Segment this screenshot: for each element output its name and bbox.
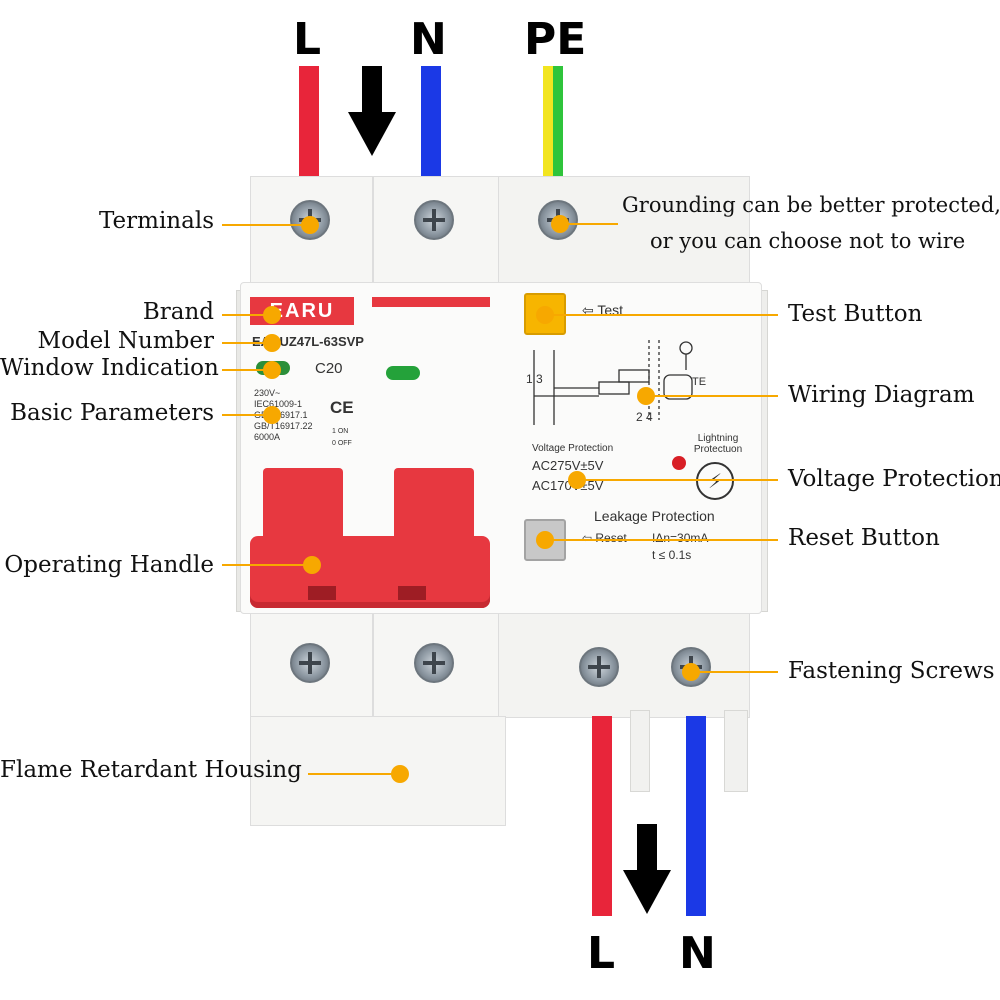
- left-arrow-icon: ⇦: [582, 531, 596, 545]
- top-live-wire: [299, 66, 319, 176]
- top-earth-wire-green: [553, 66, 563, 176]
- wire-label-bottom-neutral: N: [679, 928, 716, 979]
- top-earth-wire-yellow: [543, 66, 553, 176]
- callout-model-number: Model Number: [37, 328, 214, 354]
- off-label: 0 OFF: [332, 440, 352, 447]
- lightning-label: Lightning Protectuon: [693, 433, 743, 455]
- wire-label-bottom-live: L: [587, 928, 616, 979]
- callout-dot: [263, 361, 281, 379]
- callout-fastening-screws: Fastening Screws: [788, 658, 995, 684]
- param-line: 6000A: [254, 432, 281, 442]
- callout-dot: [263, 306, 281, 324]
- callout-grounding-line2: or you can choose not to wire: [650, 229, 966, 253]
- on-label: 1 ON: [332, 428, 349, 435]
- reset-label-text: Reset: [595, 531, 627, 545]
- handle-slot: [308, 586, 336, 600]
- wire-label-top-neutral: N: [410, 14, 447, 65]
- callout-line: [308, 773, 400, 775]
- terminal-screw-icon[interactable]: [414, 643, 454, 683]
- callout-line: [646, 395, 778, 397]
- bottom-neutral-wire: [686, 716, 706, 916]
- callout-voltage-protection: Voltage Protection: [788, 466, 1000, 492]
- callout-dot: [263, 406, 281, 424]
- reset-label: ⇦ Reset: [582, 531, 627, 545]
- pole-indicator-stripe: [372, 297, 490, 307]
- param-line: 230V~: [254, 388, 281, 398]
- callout-flame-retardant-housing: Flame Retardant Housing: [0, 757, 302, 783]
- trip-time: t ≤ 0.1s: [652, 548, 692, 562]
- wiring-diagram: [533, 340, 693, 425]
- operating-handle[interactable]: [250, 536, 490, 608]
- callout-brand: Brand: [142, 299, 214, 325]
- callout-line: [222, 314, 272, 316]
- din-tab: [630, 710, 650, 792]
- handle-pole-1[interactable]: [263, 468, 343, 548]
- callout-dot: [301, 216, 319, 234]
- callout-terminals: Terminals: [98, 208, 214, 234]
- voltage-high: AC275V±5V: [532, 458, 604, 473]
- callout-reset-button: Reset Button: [788, 525, 940, 551]
- down-arrow-icon: [348, 66, 396, 156]
- callout-basic-parameters: Basic Parameters: [10, 400, 214, 426]
- ce-mark-icon: CE: [330, 398, 354, 417]
- callout-dot: [391, 765, 409, 783]
- down-arrow-icon: [623, 824, 671, 914]
- lightning-indicator-led: [672, 456, 686, 470]
- callout-dot: [303, 556, 321, 574]
- voltage-protection-title: Voltage Protection: [532, 443, 614, 454]
- param-line: GB/T16917.22: [254, 421, 313, 431]
- diagram-terminal-top: 1 3: [526, 372, 543, 386]
- callout-test-button: Test Button: [788, 301, 923, 327]
- callout-grounding-line1: Grounding can be better protected,: [622, 193, 1000, 217]
- test-label: ⇦ Test: [582, 302, 623, 319]
- param-line: IEC61009-1: [254, 399, 303, 409]
- callout-line: [222, 564, 312, 566]
- callout-line: [545, 539, 778, 541]
- callout-line: [691, 671, 778, 673]
- callout-operating-handle: Operating Handle: [4, 552, 214, 578]
- callout-line: [545, 314, 778, 316]
- terminal-screw-icon[interactable]: [290, 643, 330, 683]
- housing-bottom: [250, 716, 506, 826]
- wire-label-top-earth: PE: [524, 14, 587, 65]
- callout-line: [222, 369, 272, 371]
- bottom-live-wire: [592, 716, 612, 916]
- din-tab: [724, 710, 748, 792]
- callout-dot: [263, 334, 281, 352]
- handle-slot: [398, 586, 426, 600]
- handle-pole-2[interactable]: [394, 468, 474, 548]
- callout-line: [222, 342, 272, 344]
- callout-line: [222, 224, 310, 226]
- callout-wiring-diagram: Wiring Diagram: [788, 382, 975, 408]
- leakage-title: Leakage Protection: [594, 508, 715, 524]
- callout-window-indication: Window Indication: [0, 355, 219, 381]
- terminal-screw-icon[interactable]: [414, 200, 454, 240]
- leakage-current: IΔn=30mA: [652, 531, 709, 545]
- diagram-terminal-bottom: 2 4: [636, 410, 653, 424]
- left-arrow-icon: ⇦: [582, 302, 598, 318]
- lightning-icon: ⚡: [696, 462, 734, 500]
- window-indicator: [386, 366, 420, 380]
- rating: C20: [315, 360, 343, 377]
- top-neutral-wire: [421, 66, 441, 176]
- fastening-screw-icon[interactable]: [579, 647, 619, 687]
- wire-label-top-live: L: [293, 14, 322, 65]
- diagram-te: TE: [692, 376, 707, 388]
- callout-line: [560, 223, 618, 225]
- callout-line: [222, 414, 272, 416]
- callout-line: [577, 479, 778, 481]
